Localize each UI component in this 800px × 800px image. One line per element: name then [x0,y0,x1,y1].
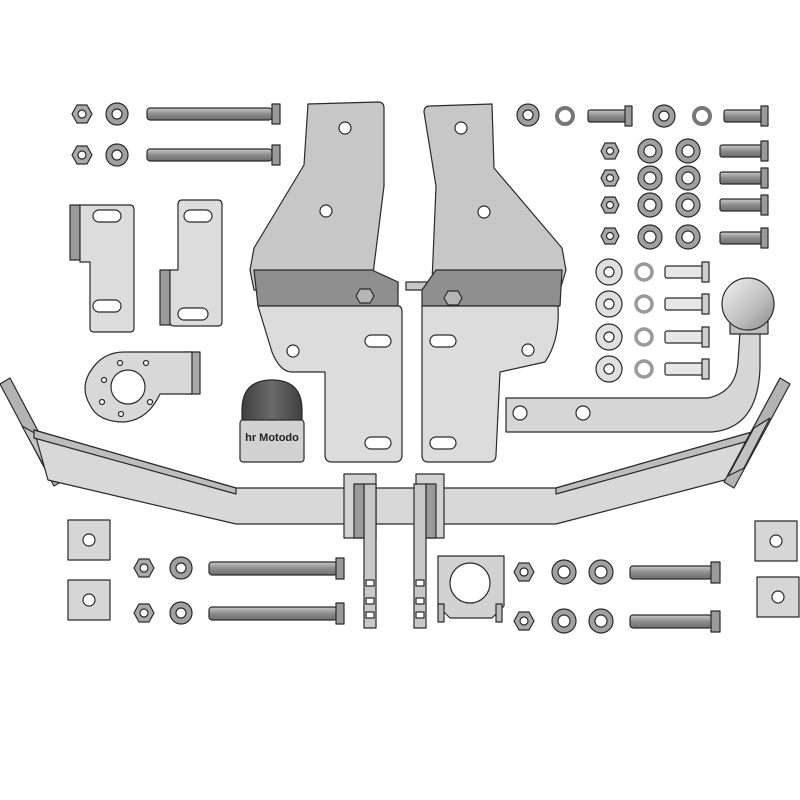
right-square-plate-1 [754,520,798,562]
right-hardware-grid [600,138,769,250]
tow-ball [721,277,775,331]
left-top-nut-1 [71,104,93,124]
left-top-bolt-2 [146,144,281,166]
right-square-plate-2 [756,576,800,618]
left-small-bracket-2 [159,199,223,327]
right-top-bolt-short [587,105,633,127]
light-row-1 [595,258,710,286]
right-top-washer [516,103,540,127]
cover-label-text: hr Motodo [245,432,299,444]
light-row-2 [595,290,710,318]
right-main-bracket [405,103,567,463]
bottom-right-set-2 [513,608,721,634]
light-row-3 [595,323,710,351]
ball-mount-hardware [595,258,710,383]
grid-row-1 [600,138,769,164]
center-mount-plate-left [343,473,377,629]
main-crossbar [0,377,791,525]
right-top-bolt-short-2 [723,105,769,127]
left-square-plate-2 [67,579,111,621]
left-top-washer-1 [105,102,129,126]
light-row-4 [595,355,710,383]
grid-row-2 [600,165,769,191]
center-mount-plate-right [413,473,445,629]
left-top-washer-2 [105,143,129,167]
socket-holder-bracket [437,555,505,623]
towball-cover-cap: hr Motodo [239,379,305,463]
bottom-left-set-1 [133,556,345,580]
tow-ball-arm [505,277,775,433]
left-main-bracket [249,101,403,463]
grid-row-4 [600,224,769,250]
grid-row-3 [600,192,769,218]
bottom-left-set-2 [133,601,345,625]
left-top-nut-2 [71,145,93,165]
socket-mounting-plate [84,351,201,423]
left-small-bracket-1 [69,204,135,333]
right-top-spring-washer [555,106,575,126]
left-square-plate-1 [67,519,111,561]
left-top-bolt-1 [146,103,281,125]
right-top-washer-2 [652,104,676,128]
bottom-right-set-1 [513,559,721,585]
right-top-spring-washer-2 [692,106,712,126]
